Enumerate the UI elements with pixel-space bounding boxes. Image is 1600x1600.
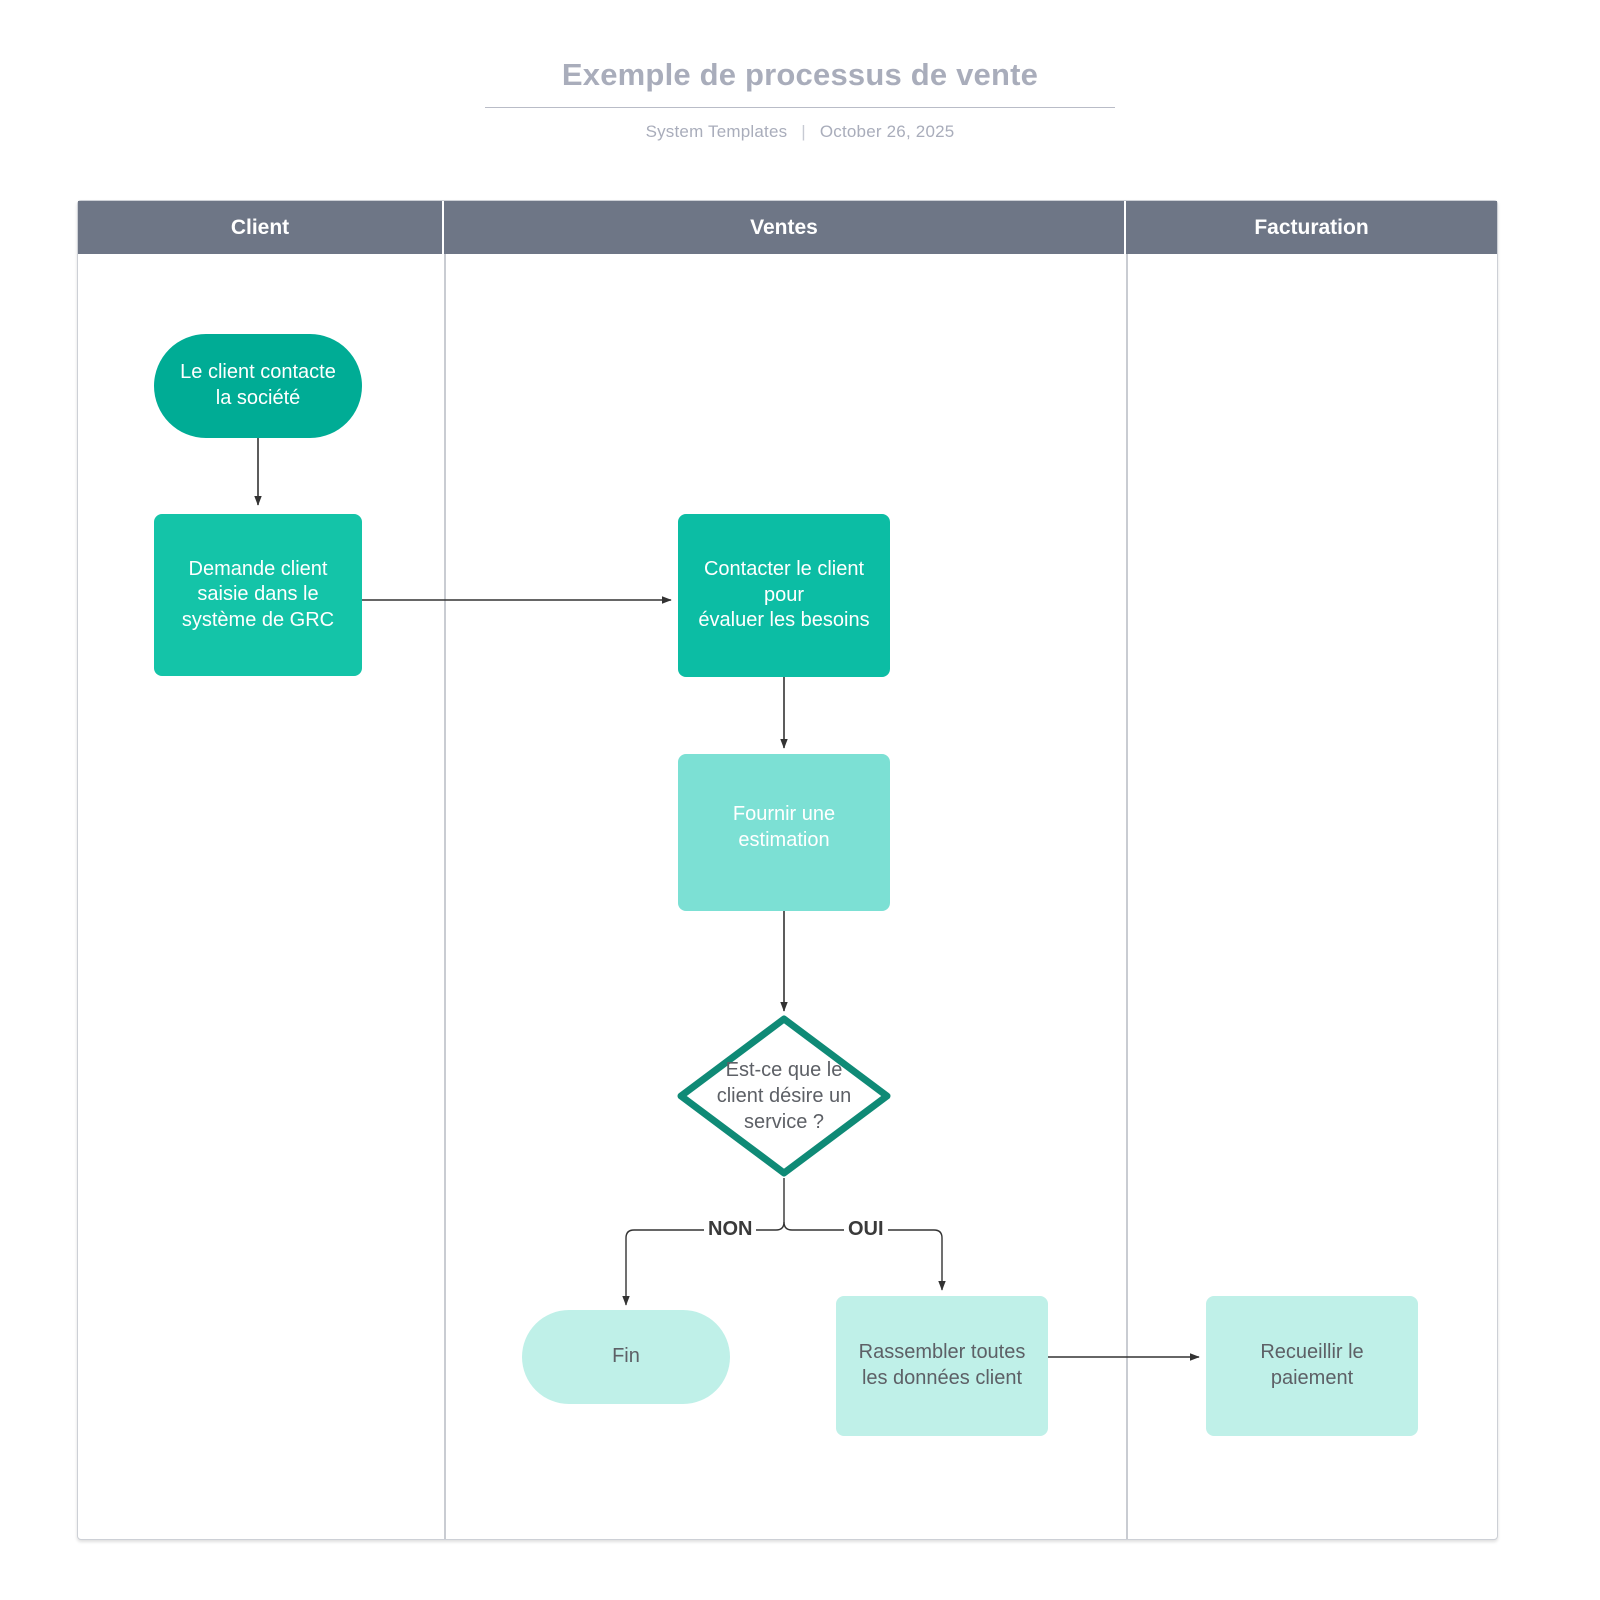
- node-gather[interactable]: Rassembler toutes les données client: [836, 1296, 1048, 1436]
- node-decision-label: Est-ce que le client désire un service ?: [716, 1059, 852, 1133]
- node-crm[interactable]: Demande client saisie dans le système de…: [154, 514, 362, 676]
- title-divider: [485, 107, 1115, 109]
- node-estimate[interactable]: Fournir une estimation: [678, 754, 890, 911]
- node-end-label: Fin: [612, 1345, 640, 1368]
- page-title: Exemple de processus de vente: [561, 57, 1039, 92]
- lane-header-client-label: Client: [230, 215, 290, 239]
- swimlane-header-row: Client Ventes Facturation: [78, 201, 1497, 254]
- lane-header-facturation[interactable]: Facturation: [1126, 201, 1497, 254]
- node-gather-label: Rassembler toutes les données client: [858, 1341, 1026, 1389]
- subtitle-separator: |: [801, 122, 806, 142]
- node-crm-label: Demande client saisie dans le système de…: [181, 557, 335, 631]
- lane-divider-1: [444, 254, 446, 1539]
- node-start-label: Le client contacte la société: [180, 361, 336, 409]
- node-contact-label: Contacter le client pour évaluer les bes…: [698, 558, 870, 632]
- document-header: Exemple de processus de vente System Tem…: [0, 0, 1600, 142]
- node-estimate-label: Fournir une estimation: [732, 802, 836, 851]
- node-payment[interactable]: Recueillir le paiement: [1206, 1296, 1418, 1436]
- lane-header-facturation-label: Facturation: [1254, 215, 1369, 239]
- subtitle-date: October 26, 2025: [819, 122, 955, 142]
- lane-header-client[interactable]: Client: [78, 201, 444, 254]
- lane-header-ventes-label: Ventes: [750, 215, 818, 239]
- node-end[interactable]: Fin: [522, 1310, 730, 1404]
- node-decision[interactable]: Est-ce que le client désire un service ?: [676, 1014, 892, 1178]
- subtitle-author: System Templates: [645, 122, 788, 142]
- lane-divider-2: [1126, 254, 1128, 1539]
- node-payment-label: Recueillir le paiement: [1260, 1341, 1364, 1389]
- node-start[interactable]: Le client contacte la société: [154, 334, 362, 438]
- lane-header-ventes[interactable]: Ventes: [444, 201, 1126, 254]
- document-subtitle: System Templates | October 26, 2025: [0, 122, 1600, 142]
- edge-label-oui: OUI: [844, 1219, 888, 1239]
- decision-diamond-shape: [677, 1015, 891, 1177]
- edge-label-non: NON: [704, 1219, 757, 1239]
- node-contact[interactable]: Contacter le client pour évaluer les bes…: [678, 514, 890, 677]
